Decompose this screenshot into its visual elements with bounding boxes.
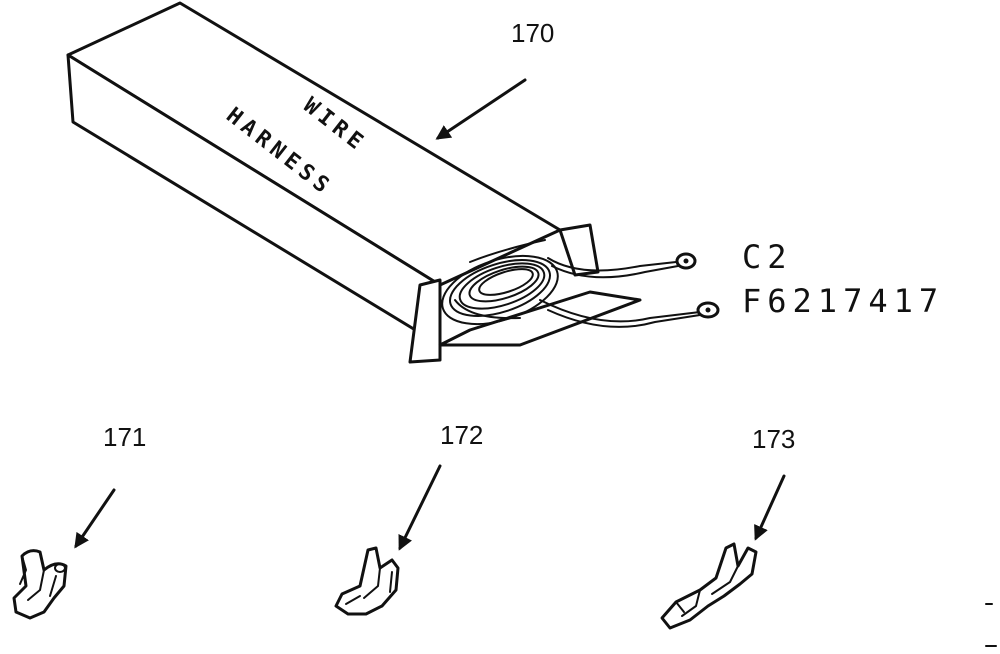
ring-terminal-upper bbox=[675, 252, 697, 270]
callout-173-arrow bbox=[754, 474, 786, 541]
callout-171-arrow bbox=[74, 488, 116, 549]
wire-leads bbox=[539, 252, 720, 328]
callout-170: 170 bbox=[511, 18, 554, 48]
part-code-number: F6217417 bbox=[742, 282, 944, 320]
wire-coil bbox=[441, 239, 559, 326]
ring-terminal-lower bbox=[696, 301, 720, 319]
terminal-173 bbox=[660, 542, 758, 630]
callout-170-arrow bbox=[435, 78, 527, 140]
callout-172-arrow bbox=[398, 464, 442, 551]
terminal-172 bbox=[334, 546, 400, 616]
callout-172: 172 bbox=[440, 420, 483, 450]
callout-173: 173 bbox=[752, 424, 795, 454]
terminal-171 bbox=[12, 549, 68, 620]
wire-harness-box bbox=[66, 1, 642, 364]
callout-171: 171 bbox=[103, 422, 146, 452]
part-code-c2: C2 bbox=[742, 238, 793, 276]
